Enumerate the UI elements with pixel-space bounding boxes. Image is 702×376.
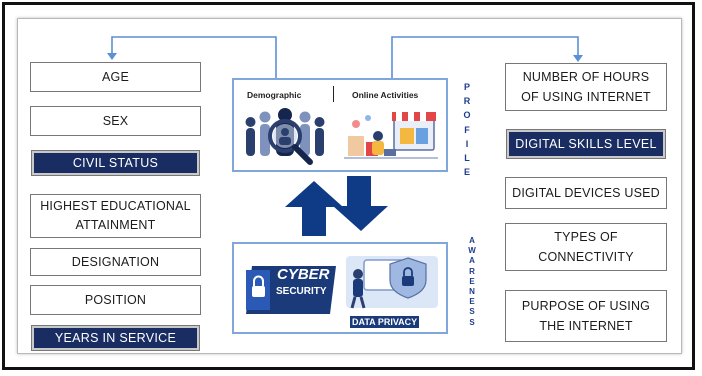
education-box: HIGHEST EDUCATIONAL ATTAINMENT [30, 194, 201, 238]
right-connector [391, 36, 579, 94]
cyber-text: CYBER [277, 266, 330, 283]
side-letter: L [464, 153, 470, 164]
demographic-label: Demographic [247, 90, 302, 100]
side-letter: O [463, 110, 471, 121]
side-letter: I [465, 138, 469, 149]
connectivity-label: TYPES OF CONNECTIVITY [538, 230, 634, 264]
profile-panel: Demographic Online Activities [232, 78, 448, 172]
awareness-panel: CYBER SECURITY DATA PRIVACY [232, 242, 448, 334]
data-privacy-illustration [346, 256, 438, 309]
position-box: POSITION [30, 285, 201, 315]
age-label: AGE [102, 70, 129, 84]
right-connector-arrowhead [573, 55, 583, 62]
left-connector [111, 36, 277, 94]
up-arrow [285, 181, 343, 236]
side-letter: A [469, 256, 475, 266]
side-letter: F [464, 124, 470, 135]
connectivity-box: TYPES OF CONNECTIVITY [505, 223, 667, 271]
side-letter: E [469, 297, 475, 307]
years-in-service-label: YEARS IN SERVICE [54, 331, 177, 345]
side-letter: S [469, 307, 475, 317]
designation-box: DESIGNATION [30, 248, 201, 276]
data-privacy-label: DATA PRIVACY [350, 316, 420, 328]
position-label: POSITION [84, 293, 147, 307]
purpose-internet-box: PURPOSE OF USING THE INTERNET [505, 290, 667, 342]
side-letter: N [469, 287, 475, 297]
online-activities-illustration [344, 112, 438, 159]
side-letter: P [463, 82, 470, 92]
side-letter: R [469, 266, 475, 276]
side-letter: W [468, 246, 476, 256]
purpose-internet-label: PURPOSE OF USING THE INTERNET [521, 299, 651, 333]
online-activities-label: Online Activities [352, 90, 419, 100]
side-letter: R [463, 96, 471, 107]
digital-devices-label: DIGITAL DEVICES USED [512, 186, 660, 200]
label-divider [333, 86, 334, 102]
sex-label: SEX [102, 114, 129, 128]
sex-box: SEX [30, 106, 201, 136]
digital-devices-box: DIGITAL DEVICES USED [505, 177, 667, 209]
digital-skills-label: DIGITAL SKILLS LEVEL [515, 137, 657, 151]
age-box: AGE [30, 62, 201, 92]
designation-label: DESIGNATION [71, 255, 160, 269]
side-letter: S [469, 317, 475, 327]
down-arrow [333, 176, 388, 231]
hours-internet-label: NUMBER OF HOURS OF USING INTERNET [521, 70, 651, 104]
digital-skills-box: DIGITAL SKILLS LEVEL [506, 129, 666, 159]
side-letter: A [469, 236, 475, 245]
civil-status-label: CIVIL STATUS [72, 156, 159, 170]
civil-status-box: CIVIL STATUS [31, 150, 200, 176]
years-in-service-box: YEARS IN SERVICE [31, 325, 200, 351]
side-letter: E [469, 276, 475, 286]
side-letter: E [463, 167, 470, 178]
education-label: HIGHEST EDUCATIONAL ATTAINMENT [40, 199, 191, 232]
demographic-illustration [245, 108, 325, 165]
cyber-security-badge [246, 266, 336, 314]
hours-internet-box: NUMBER OF HOURS OF USING INTERNET [505, 63, 667, 111]
security-text: SECURITY [276, 286, 327, 297]
left-connector-arrowhead [107, 53, 117, 60]
